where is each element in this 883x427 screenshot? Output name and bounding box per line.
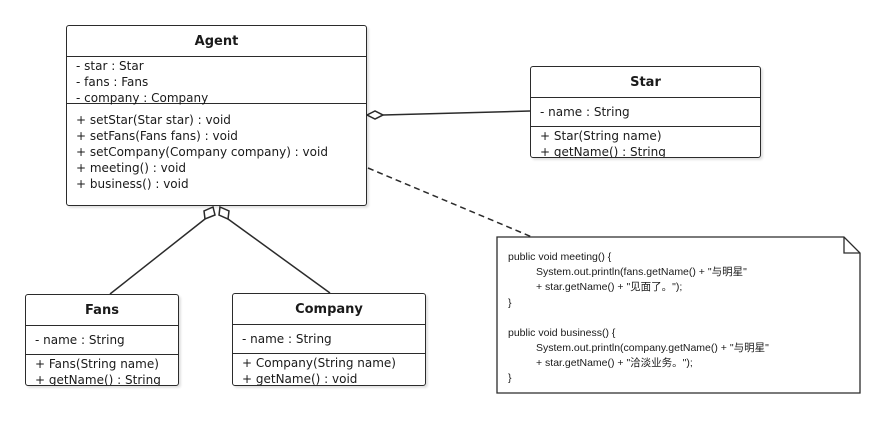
company-attributes: - name : String — [233, 325, 425, 354]
method-set-star: + setStar(Star star) : void — [76, 113, 231, 127]
agent-class-name: Agent — [67, 26, 366, 57]
note-fold-corner — [843, 237, 860, 254]
attribute-star: - star : Star — [76, 59, 144, 73]
note-line: + star.getName() + "洽淡业务。"); — [536, 357, 693, 370]
attribute-fans: - fans : Fans — [76, 75, 149, 89]
note-line: } — [508, 296, 512, 309]
attribute-name: - name : String — [35, 333, 125, 347]
attribute-name: - name : String — [540, 105, 630, 119]
note-line: public void business() { — [508, 326, 616, 339]
agent-star-aggregation-diamond — [365, 110, 385, 120]
method-fans-constructor: + Fans(String name) — [35, 357, 159, 371]
method-star-constructor: + Star(String name) — [540, 129, 662, 143]
method-get-name: + getName() : String — [540, 145, 666, 158]
fans-attributes: - name : String — [26, 326, 178, 355]
agent-attributes: - star : Star - fans : Fans - company : … — [67, 57, 366, 105]
method-set-company: + setCompany(Company company) : void — [76, 145, 328, 159]
fans-methods: + Fans(String name) + getName() : String — [26, 355, 178, 386]
company-methods: + Company(String name) + getName() : voi… — [233, 354, 425, 386]
agent-star-association — [382, 110, 531, 116]
agent-methods: + setStar(Star star) : void + setFans(Fa… — [67, 104, 366, 192]
note-line: System.out.println(fans.getName() + "与明星… — [536, 266, 747, 279]
agent-class[interactable]: Agent - star : Star - fans : Fans - comp… — [66, 25, 367, 206]
note-anchor-line — [367, 167, 533, 238]
star-methods: + Star(String name) + getName() : String — [531, 127, 760, 158]
star-class-name: Star — [531, 67, 760, 98]
note-line: System.out.println(company.getName() + "… — [536, 342, 769, 355]
agent-company-aggregation-diamond — [218, 205, 230, 221]
fans-class-name: Fans — [26, 295, 178, 326]
method-set-fans: + setFans(Fans fans) : void — [76, 129, 238, 143]
agent-fans-aggregation-diamond — [203, 205, 216, 221]
attribute-name: - name : String — [242, 332, 332, 346]
fans-class[interactable]: Fans - name : String + Fans(String name)… — [25, 294, 179, 386]
star-class[interactable]: Star - name : String + Star(String name)… — [530, 66, 761, 158]
company-class-name: Company — [233, 294, 425, 325]
star-attributes: - name : String — [531, 98, 760, 127]
note-line: public void meeting() { — [508, 251, 612, 263]
note-shape — [496, 236, 861, 394]
note-code: public void meeting() { System.out.print… — [508, 250, 848, 387]
method-company-constructor: + Company(String name) — [242, 356, 396, 370]
note-line: + star.getName() + "见面了。"); — [536, 281, 683, 294]
method-get-name: + getName() : String — [35, 373, 161, 386]
company-class[interactable]: Company - name : String + Company(String… — [232, 293, 426, 386]
method-meeting: + meeting() : void — [76, 161, 187, 175]
agent-fans-association — [109, 218, 206, 295]
method-get-name: + getName() : void — [242, 372, 358, 386]
note-line — [508, 311, 848, 326]
agent-company-association — [227, 218, 331, 294]
method-business: + business() : void — [76, 177, 189, 191]
note-line: } — [508, 372, 512, 385]
attribute-company: - company : Company — [76, 91, 209, 105]
